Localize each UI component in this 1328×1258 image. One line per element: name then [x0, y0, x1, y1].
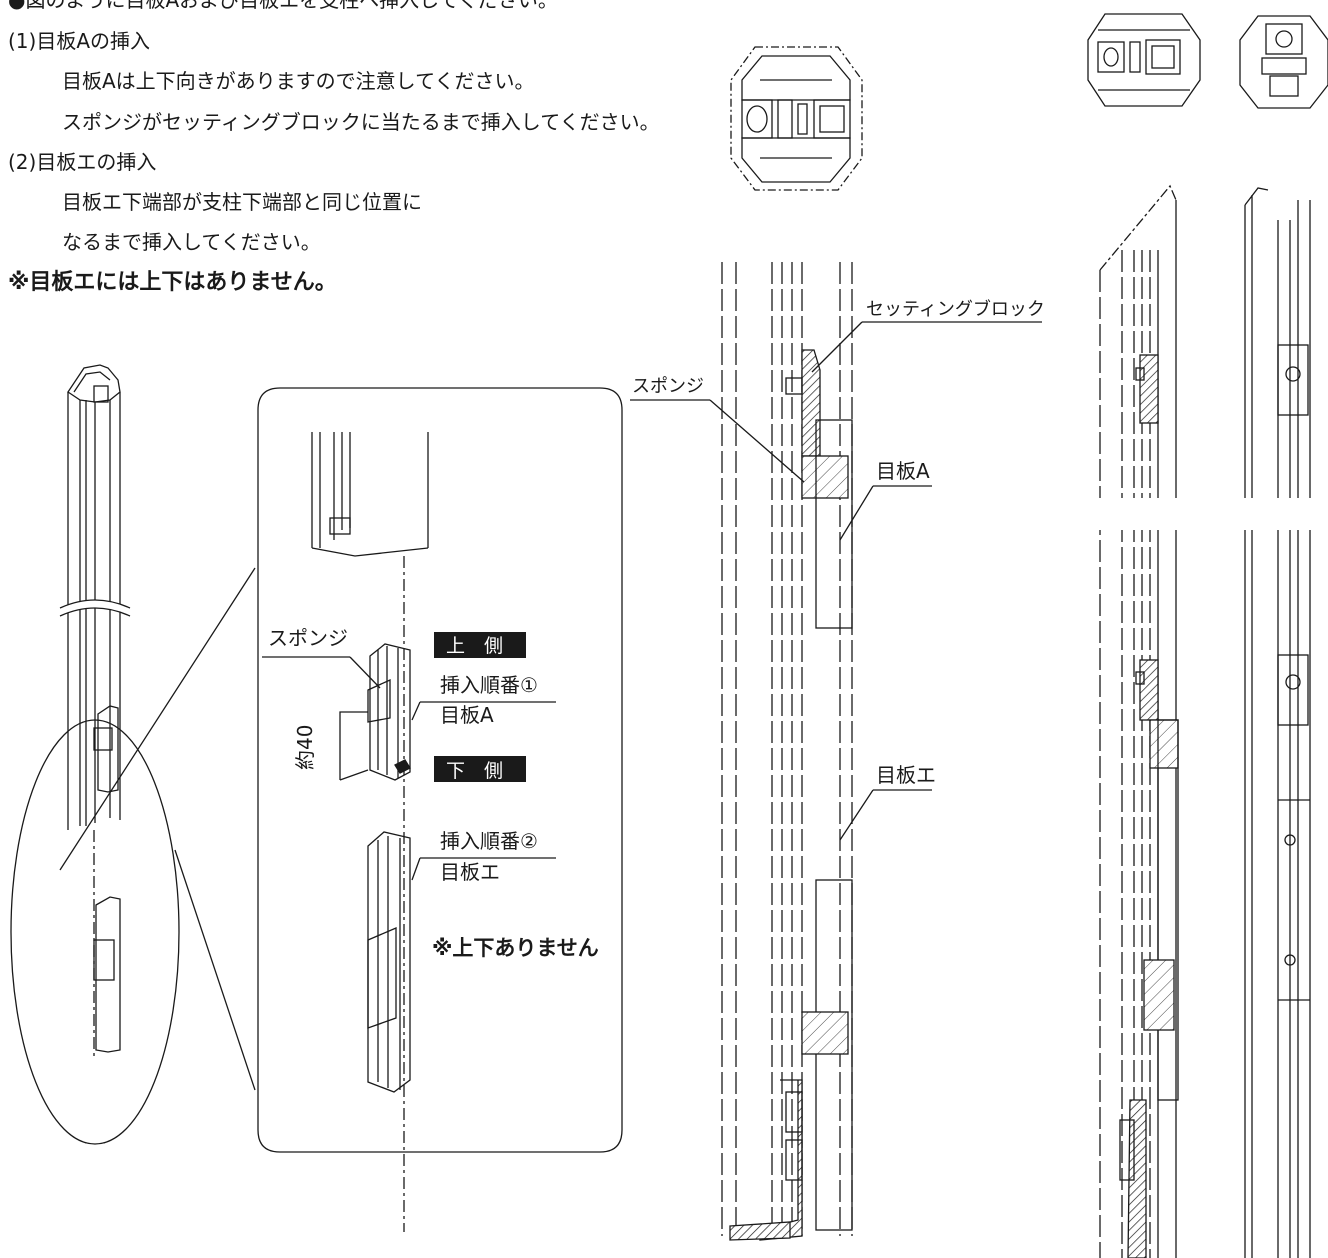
callout-leader-upper: [59, 567, 256, 871]
leader-setting-block: [811, 321, 863, 373]
label-upper-side: 上 側: [446, 635, 503, 657]
label-sponge-detail: スポンジ: [268, 626, 348, 650]
label-insert-order-1: 挿入順番①: [440, 673, 538, 697]
step2-line2: なるまで挿入してください。: [62, 230, 321, 254]
label-dimension: 約40: [293, 725, 317, 770]
dimension-lines: [339, 711, 368, 780]
label-no-orientation: ※上下ありません: [432, 936, 599, 960]
section-middle: [721, 262, 853, 1241]
profile-small-right: [1239, 15, 1328, 109]
label-insert-order-2: 挿入順番②: [440, 829, 538, 853]
post-isometric: [58, 364, 132, 1060]
step2-title: (2)目板エの挿入: [8, 150, 157, 174]
step1-title: (1)目板Aの挿入: [8, 29, 151, 53]
label-board-e-detail: 目板エ: [440, 860, 500, 884]
label-lower-side: 下 側: [446, 760, 503, 782]
section-right: [1099, 184, 1311, 1258]
break-gap: [1060, 498, 1328, 530]
label-board-a-section: 目板A: [876, 459, 930, 483]
profile-cross-section: [730, 46, 863, 191]
board-e-isometric: [367, 831, 411, 1093]
detail-callout-box: [257, 387, 623, 1153]
step1-line2: スポンジがセッティングブロックに当たるまで挿入してください。: [62, 110, 660, 134]
label-board-a-detail: 目板A: [440, 703, 494, 727]
note-no-orientation: ※目板エには上下はありません。: [8, 270, 337, 295]
step1-line1: 目板Aは上下向きがありますので注意してください。: [62, 69, 535, 93]
label-sponge-section: スポンジ: [632, 376, 704, 397]
step2-line1: 目板エ下端部が支柱下端部と同じ位置に: [62, 190, 422, 214]
callout-leader-lower: [174, 849, 256, 1091]
profile-small-left: [1087, 13, 1201, 107]
lower-side-badge: [434, 756, 526, 782]
upper-side-badge: [434, 632, 526, 658]
label-board-e-section: 目板エ: [876, 763, 936, 787]
board-a-isometric: [367, 643, 411, 781]
detail-circle: [10, 719, 180, 1145]
label-setting-block: セッティングブロック: [866, 298, 1045, 320]
detail-post-top: [311, 432, 429, 557]
instruction-intro: ●図のように目板Aおよび目板エを支柱へ挿入してください。: [8, 0, 558, 12]
